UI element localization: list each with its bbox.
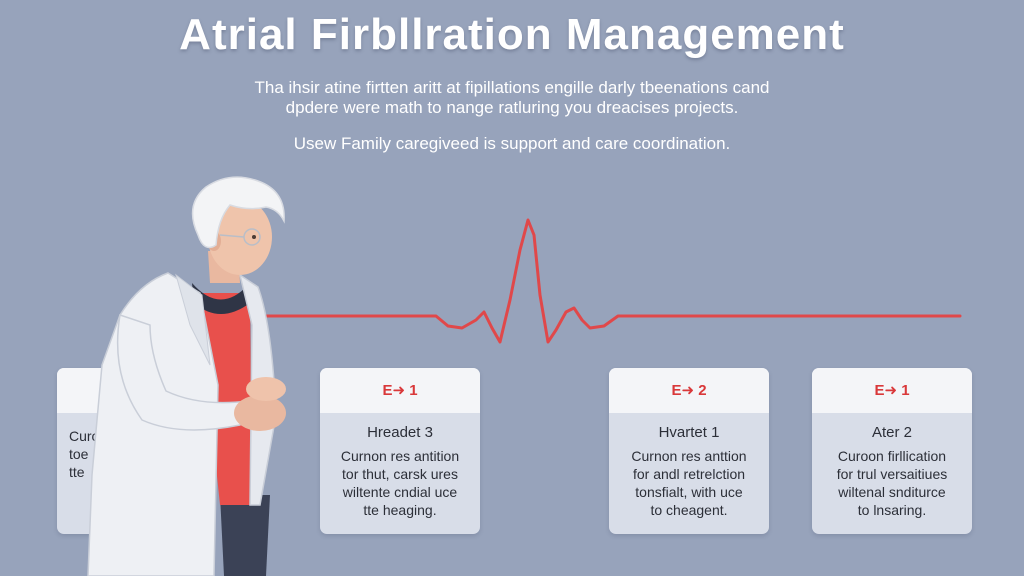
card-tag: E➜ 2 bbox=[609, 368, 769, 413]
card-line: for trul versaitiues bbox=[836, 466, 948, 482]
glasses-arm bbox=[219, 234, 245, 238]
card-line: Curnon res antition bbox=[340, 448, 460, 464]
lapel bbox=[175, 273, 211, 366]
card-tag: E➜ 1 bbox=[320, 368, 480, 413]
elderly-patient-illustration bbox=[87, 176, 286, 576]
arm bbox=[116, 314, 250, 431]
card-line: Curoon firllication bbox=[837, 448, 947, 464]
tagline: Usew Family caregiveed is support and ca… bbox=[293, 134, 731, 153]
card-tag: E➜ 1 bbox=[812, 368, 972, 413]
subtitle-line-2: dpdere were math to nange ratluring you … bbox=[285, 98, 739, 117]
info-card-4: E➜ 1 Ater 2 Curoon firllication for trul… bbox=[812, 368, 972, 534]
page-title: Atrial Firbllration Management bbox=[179, 10, 845, 59]
red-shirt bbox=[198, 293, 252, 505]
ecg-trace bbox=[253, 218, 962, 344]
card-line: tte bbox=[69, 464, 85, 480]
card-line: wiltenal snditurce bbox=[838, 484, 946, 500]
card-line: tte heaging. bbox=[363, 502, 437, 518]
subtitle: Tha ihsir atine firtten aritt at fipilla… bbox=[212, 78, 812, 118]
card-line: Curnon res anttion bbox=[631, 448, 747, 464]
card-line: tor thut, carsk ures bbox=[342, 466, 458, 482]
white-hair bbox=[191, 176, 285, 249]
card-line: toe bbox=[69, 446, 89, 462]
card-line: wiltente cndial uce bbox=[342, 484, 458, 500]
subtitle-line-1: Tha ihsir atine firtten aritt at fipilla… bbox=[254, 78, 770, 97]
info-card-3: E➜ 2 Hvartet 1 Curnon res anttion for an… bbox=[609, 368, 769, 534]
hand bbox=[246, 377, 286, 401]
card-heading: Hvartet 1 bbox=[658, 424, 720, 441]
card-line: tonsfialt, with uce bbox=[635, 484, 743, 500]
card-line: to lnsaring. bbox=[857, 502, 927, 518]
card-heading: Ater 2 bbox=[871, 424, 913, 441]
card-line: for andl retrelction bbox=[632, 466, 746, 482]
info-card-2: E➜ 1 Hreadet 3 Curnon res antition tor t… bbox=[320, 368, 480, 534]
card-line: to cheagent. bbox=[650, 502, 728, 518]
hand bbox=[234, 395, 286, 431]
eye bbox=[252, 235, 256, 239]
collar bbox=[192, 283, 250, 314]
card-heading: Hreadet 3 bbox=[367, 424, 433, 441]
trousers bbox=[220, 495, 270, 576]
